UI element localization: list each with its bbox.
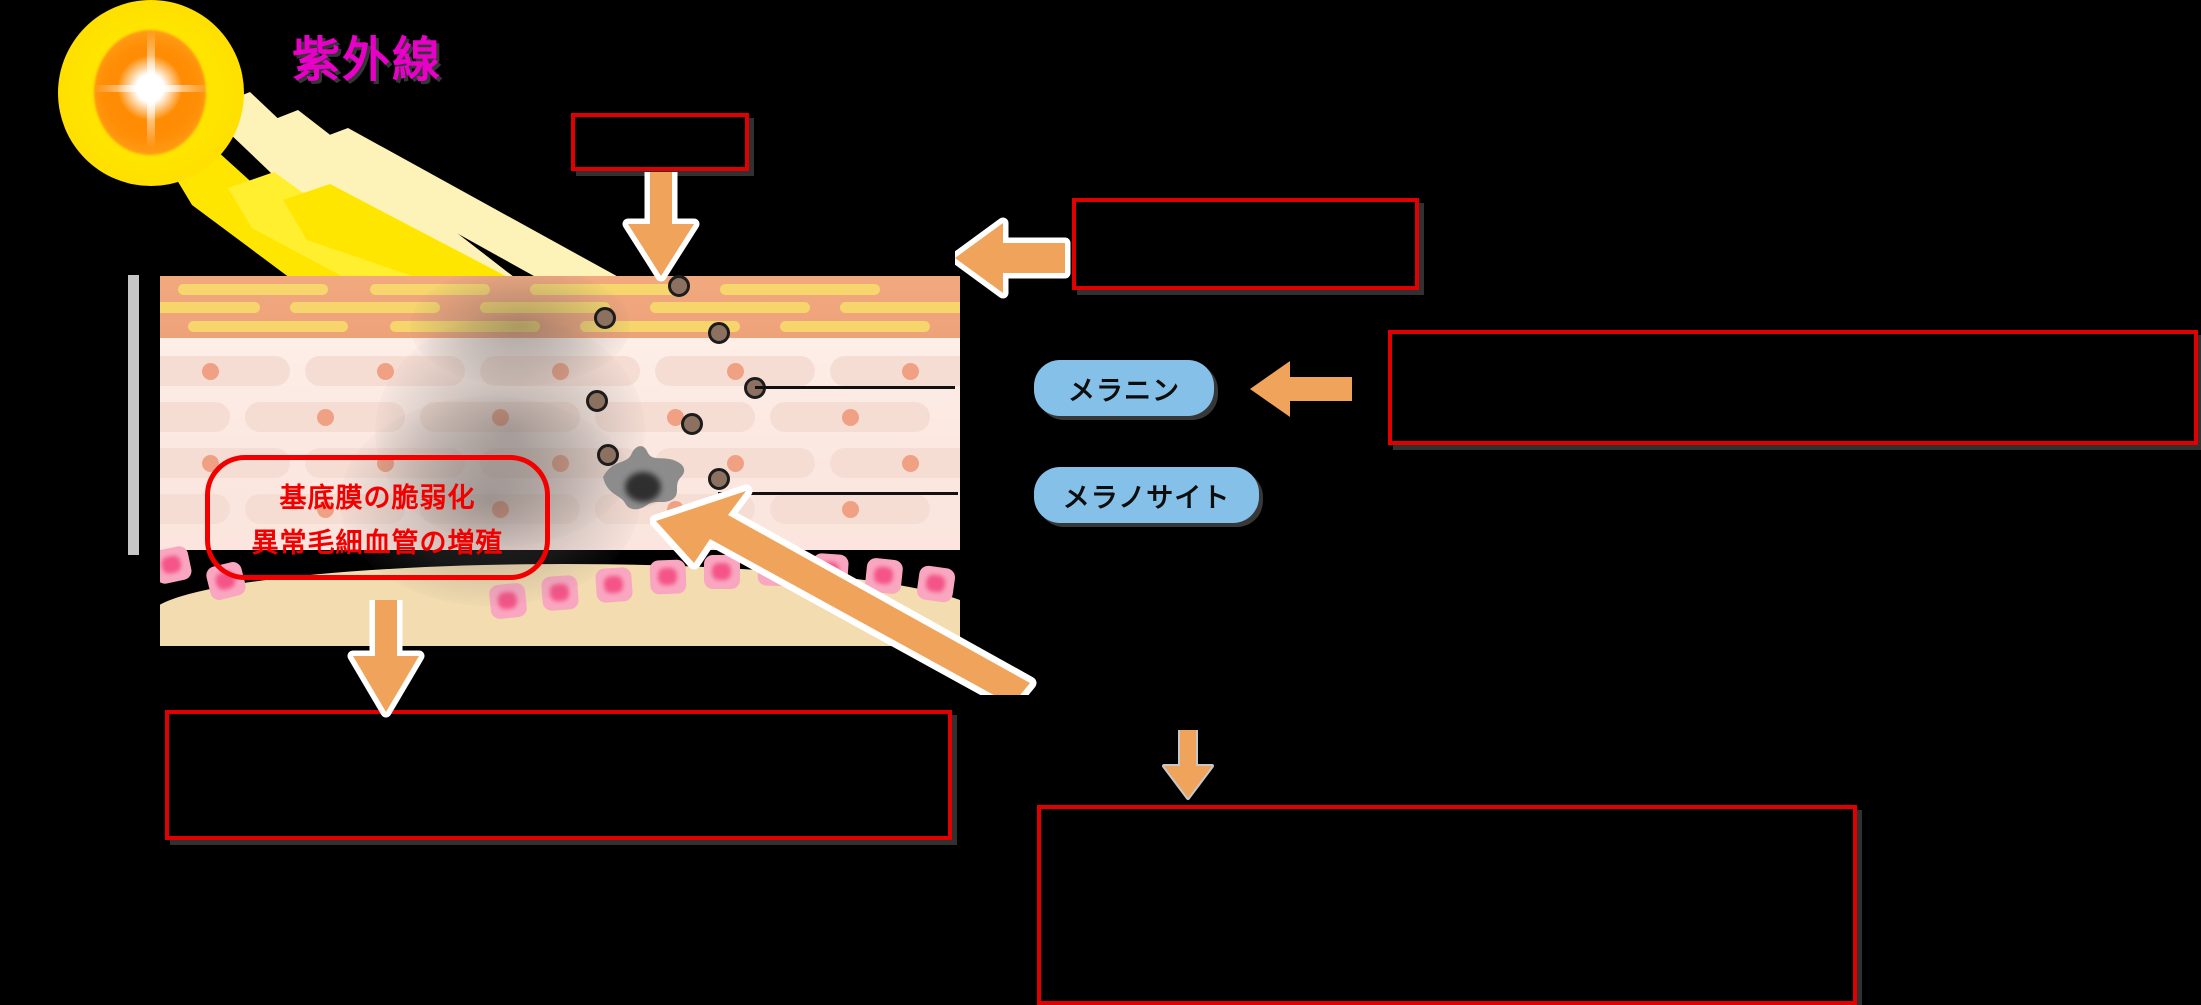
arrow-upper-right-left: [955, 215, 1073, 301]
depth-scale-bar: [128, 275, 139, 555]
pill-melanin-label: メラニン: [1068, 375, 1180, 406]
callout-line-1: 基底膜の脆弱化: [279, 482, 476, 513]
pill-melanocyte[interactable]: メラノサイト: [1034, 467, 1259, 523]
leader-line-melanin: [755, 386, 955, 389]
arrow-melanocyte-diagonal: [650, 455, 1050, 695]
box-right-wide[interactable]: [1388, 330, 2198, 445]
horny-layer: [160, 276, 960, 338]
pill-melanocyte-label: メラノサイト: [1062, 482, 1231, 513]
arrow-melanin-left: [1250, 355, 1356, 423]
epidermis-layer: [160, 338, 960, 550]
box-bottom-left[interactable]: [165, 710, 952, 840]
arrow-top-down: [620, 172, 702, 282]
uv-title-label: 紫外線: [292, 34, 443, 87]
sun-icon: [58, 0, 248, 186]
arrow-bottom-left-down: [345, 600, 427, 720]
box-bottom-right[interactable]: [1037, 805, 1857, 1005]
pill-melanin[interactable]: メラニン: [1034, 360, 1214, 416]
box-upper-right[interactable]: [1072, 198, 1419, 290]
arrow-bottom-right-down: [1162, 730, 1214, 802]
melanocyte-icon: [603, 446, 685, 510]
basal-membrane-callout: 基底膜の脆弱化 異常毛細血管の増殖: [205, 455, 550, 580]
sun-spike-horizontal: [94, 85, 210, 92]
leader-line-melanocyte: [718, 492, 958, 495]
callout-line-2: 異常毛細血管の増殖: [251, 527, 504, 558]
box-top[interactable]: [571, 113, 749, 171]
